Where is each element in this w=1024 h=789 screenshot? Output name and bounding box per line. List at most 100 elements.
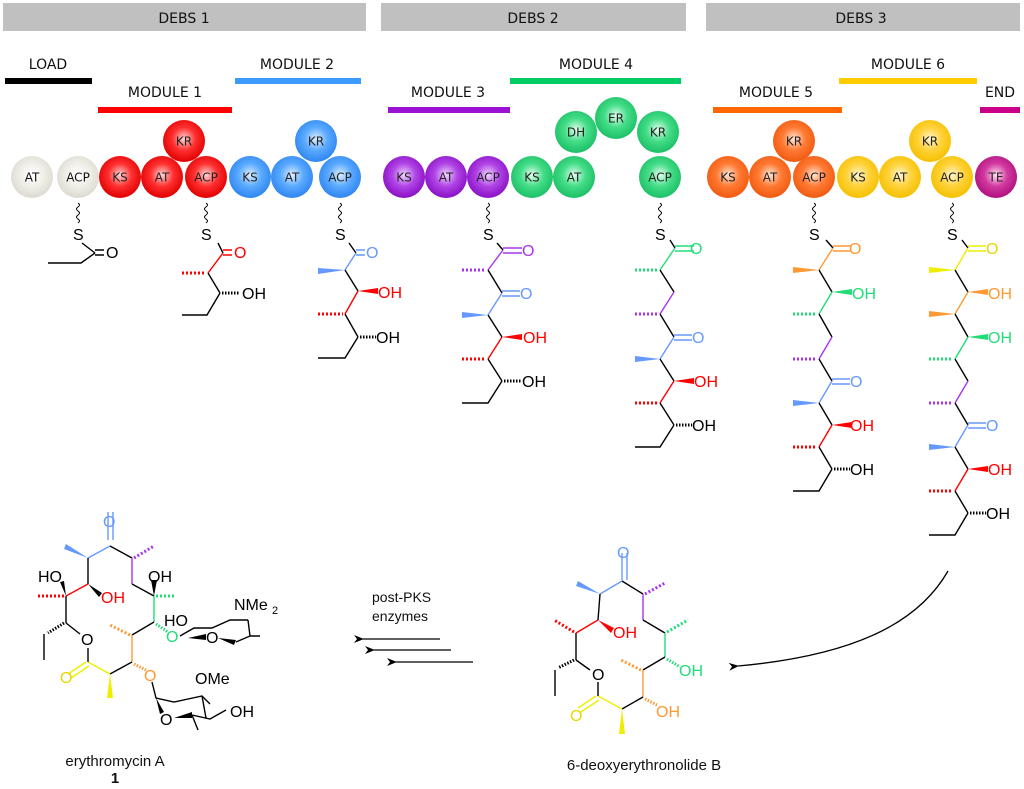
domain-module4-at: AT [553,156,595,198]
hydroxyl-label: OH [230,704,254,721]
atom-oxygen: O [60,670,72,687]
atom-oxygen: O [166,629,178,646]
module-labels: LOAD MODULE 1 MODULE 2 MODULE 3 MODULE 4… [5,57,1020,113]
domain-label: AT [439,171,454,185]
module-label-end: END [985,85,1015,101]
atom-oxygen: O [522,243,534,260]
domain-label: TE [988,171,1004,185]
intermediate-module1: O OH [182,242,266,316]
domain-module6-at: AT [879,156,921,198]
domain-label: KS [850,171,866,185]
domain-label: KS [112,171,128,185]
domain-end-te: TE [975,156,1017,198]
hydroxyl-label: OH [988,330,1012,347]
thioester-sulfur: S [483,227,494,244]
domain-circle [319,156,361,198]
compound-number: 1 [111,770,119,787]
intermediate-module3: O O OH OH [462,242,547,404]
domain-label: KS [396,171,412,185]
domain-module2-kr: KR [295,120,337,162]
atom-oxygen: O [850,374,862,391]
atom-oxygen: O [592,667,604,684]
methoxy-label: OMe [195,671,230,688]
atom-oxygen: O [366,245,378,262]
hydroxyl-label: OH [523,330,547,347]
domain-label: ACP [476,171,500,185]
hydroxyl-label: OH [850,462,874,479]
hydroxyl-label: OH [988,286,1012,303]
module-label-module1: MODULE 1 [128,85,202,101]
atom-oxygen: O [81,632,93,649]
intermediate-module5: O OH O OH OH [793,239,876,492]
domain-module1-acp: ACP [185,156,227,198]
module-bar-module5 [713,107,842,113]
module-bar-module6 [839,78,977,84]
hydroxyl-label: OH [694,374,718,391]
domain-circle [837,156,879,198]
domain-module4-dh: DH [555,111,597,153]
wavy-bond [338,202,342,224]
hydroxyl-label: OH [679,663,703,680]
module-bar-module2 [235,78,361,84]
domain-circle [511,156,553,198]
domain-chain: AT ACP KS AT KR ACP KS AT KR ACP KS AT ACP KS AT DH ER KR… [11,97,1017,198]
atom-oxygen: O [570,708,582,725]
intermediate-load: O [48,242,118,264]
domain-module4-ks: KS [511,156,553,198]
domain-module4-kr: KR [637,111,679,153]
atom-oxygen: O [520,286,532,303]
domain-circle [425,156,467,198]
hydroxyl-label: OH [242,286,266,303]
domain-label: ACP [66,171,90,185]
hydroxyl-label: OH [986,506,1010,523]
domain-label: AT [285,171,300,185]
hydroxyl-label: OH [378,285,402,302]
protein-header-debs3: DEBS 3 [706,3,1020,31]
hydroxyl-label: HO [164,613,188,630]
domain-circle [57,156,99,198]
product-label-erythromycin: erythromycin A [65,753,164,770]
domain-circle [975,156,1017,198]
wavy-bond [812,202,816,224]
domain-label: KR [922,135,938,149]
domain-label: KS [524,171,540,185]
intermediate-module6: O OH OH O OH OH [929,239,1012,536]
protein-header-debs2: DEBS 2 [381,3,686,31]
subscript: 2 [272,605,278,617]
domain-label: AT [155,171,170,185]
domain-module6-acp: ACP [931,156,973,198]
intermediate-module2: O OH OH [318,242,402,359]
domain-label: DH [567,126,585,140]
hydroxyl-label: OH [613,625,637,642]
domain-label: AT [893,171,908,185]
domain-module5-acp: ACP [793,156,835,198]
hydroxyl-label: OH [522,374,546,391]
domain-circle [553,156,595,198]
domain-module2-at: AT [271,156,313,198]
domain-label: KR [650,126,666,140]
atom-oxygen: O [106,245,118,262]
domain-circle [185,156,227,198]
domain-label: AT [567,171,582,185]
atom-oxygen: O [986,418,998,435]
wavy-bond [76,202,80,224]
module-label-module4: MODULE 4 [559,57,633,73]
domain-circle [707,156,749,198]
cyclization-arrow [728,570,949,671]
thioester-sulfur: S [809,227,820,244]
domain-label: ER [608,112,624,126]
molecule-erythromycin-a: O OH O O O O HO OH [38,512,278,731]
domain-module5-at: AT [749,156,791,198]
atom-oxygen: O [617,545,629,562]
domain-label: KR [176,135,192,149]
domain-label: ACP [648,171,672,185]
domain-circle [383,156,425,198]
domain-circle [879,156,921,198]
domain-module1-kr: KR [163,120,205,162]
protein-label: DEBS 1 [158,11,209,27]
domain-label: ACP [328,171,352,185]
domain-label: ACP [802,171,826,185]
atom-oxygen: O [849,241,861,258]
module-label-load: LOAD [29,57,67,73]
